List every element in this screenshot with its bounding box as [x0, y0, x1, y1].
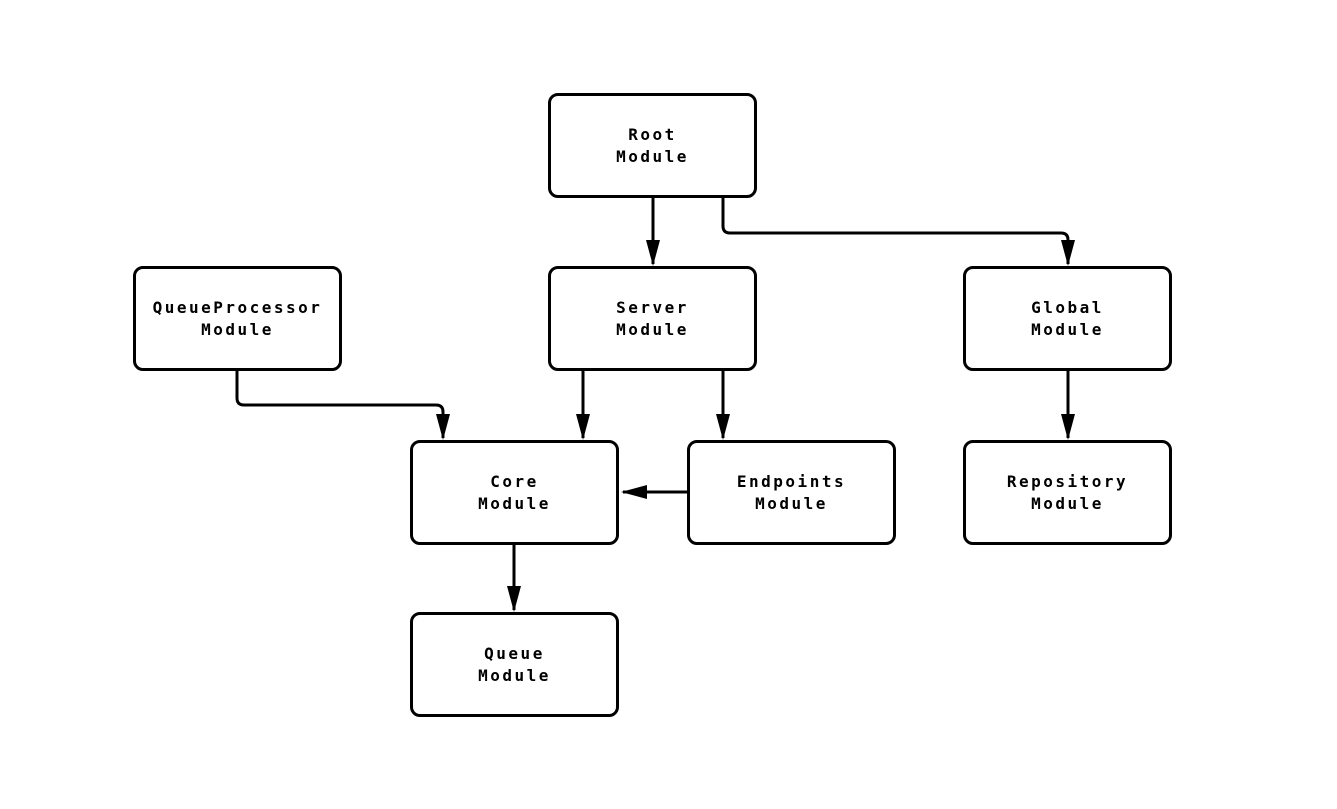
node-queueprocessor-label-line1: QueueProcessor: [152, 297, 323, 317]
node-queue-label-line2: Module: [478, 665, 551, 685]
node-server-label-line2: Module: [616, 319, 689, 339]
node-endpoints-label-line1: Endpoints: [736, 471, 847, 491]
node-core-module: Core Module: [410, 440, 619, 545]
node-queue-label-line1: Queue: [484, 643, 545, 663]
node-queue-module: Queue Module: [410, 612, 619, 717]
node-root-module: Root Module: [548, 93, 757, 198]
node-root-label-line1: Root: [628, 124, 677, 144]
node-endpoints-module: Endpoints Module: [687, 440, 896, 545]
node-root-label-line2: Module: [616, 146, 689, 166]
node-global-module: Global Module: [963, 266, 1172, 371]
node-server-label-line1: Server: [616, 297, 689, 317]
node-server-module: Server Module: [548, 266, 757, 371]
node-endpoints-label-line2: Module: [755, 493, 828, 513]
edge-root-to-global: [721, 198, 1075, 266]
node-global-label-line1: Global: [1031, 297, 1104, 317]
node-queueprocessor-label-line2: Module: [201, 319, 274, 339]
edge-queueprocessor-to-core: [235, 371, 450, 440]
node-core-label-line2: Module: [478, 493, 551, 513]
node-repository-module: Repository Module: [963, 440, 1172, 545]
node-core-label-line1: Core: [490, 471, 539, 491]
node-repository-label-line2: Module: [1031, 493, 1104, 513]
node-queueprocessor-module: QueueProcessor Module: [133, 266, 342, 371]
node-global-label-line2: Module: [1031, 319, 1104, 339]
node-repository-label-line1: Repository: [1006, 471, 1129, 491]
